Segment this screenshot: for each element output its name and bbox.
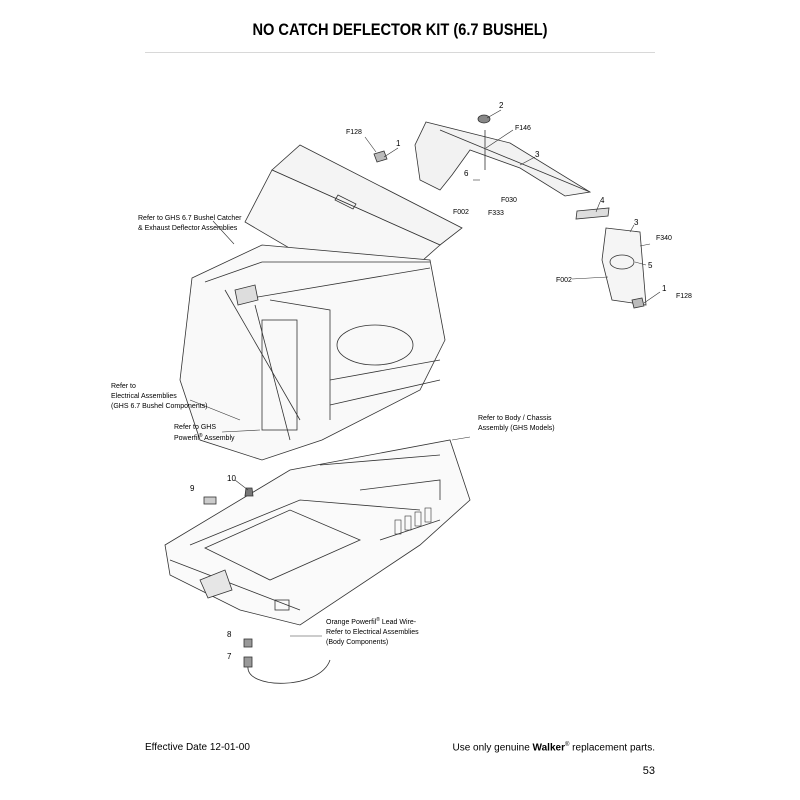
hardware-f002-upper: F002: [453, 209, 469, 216]
hardware-f340: F340: [656, 235, 672, 242]
ref-wire-line3: (Body Components): [326, 639, 388, 646]
deflector-parts-drawing: [373, 114, 647, 309]
ref-wire-line2: Refer to Electrical Assemblies: [326, 629, 419, 636]
ref-electrical-line3: (GHS 6.7 Bushel Components): [111, 403, 208, 410]
callout-3-upper: 3: [535, 150, 540, 159]
small-parts-drawing: [203, 487, 331, 684]
ref-powerfil-line1: Refer to GHS: [174, 424, 216, 431]
body-chassis-drawing: [164, 439, 471, 626]
callout-6: 6: [464, 169, 469, 178]
hardware-f128-upper: F128: [346, 129, 362, 136]
callout-1-lower: 1: [662, 284, 667, 293]
ref-catcher-line2: & Exhaust Deflector Assemblies: [138, 225, 238, 232]
callout-3-lower: 3: [634, 218, 639, 227]
ref-body-line2: Assembly (GHS Models): [478, 425, 555, 432]
hardware-f146: F146: [515, 125, 531, 132]
ref-catcher-line1: Refer to GHS 6.7 Bushel Catcher: [138, 215, 242, 222]
callout-5: 5: [648, 261, 653, 270]
callout-1-upper: 1: [396, 139, 401, 148]
hardware-f002-lower: F002: [556, 277, 572, 284]
page-number: 53: [642, 765, 655, 777]
hardware-f030: F030: [501, 197, 517, 204]
genuine-parts-note: Use only genuine Walker® replacement par…: [452, 742, 655, 754]
leader-lines: [189, 109, 661, 637]
ref-electrical-line1: Refer to: [111, 383, 136, 390]
callout-2: 2: [499, 101, 504, 110]
callout-4: 4: [600, 196, 605, 205]
ref-electrical-line2: Electrical Assemblies: [111, 393, 177, 400]
effective-date: Effective Date 12-01-00: [145, 742, 250, 753]
hardware-f333: F333: [488, 210, 504, 217]
callout-8: 8: [227, 630, 232, 639]
ref-wire-line1: Orange Powerfil® Lead Wire-: [326, 616, 417, 626]
callout-10: 10: [227, 474, 236, 483]
ref-powerfil-line2: Powerfil® Assembly: [174, 432, 235, 442]
title-divider: [145, 52, 655, 53]
callout-9: 9: [190, 484, 195, 493]
hardware-f128-lower: F128: [676, 293, 692, 300]
bushel-catcher-drawing: [179, 144, 463, 461]
callout-7: 7: [227, 652, 232, 661]
ref-body-line1: Refer to Body / Chassis: [478, 415, 552, 422]
page-title: NO CATCH DEFLECTOR KIT (6.7 BUSHEL): [252, 20, 548, 39]
